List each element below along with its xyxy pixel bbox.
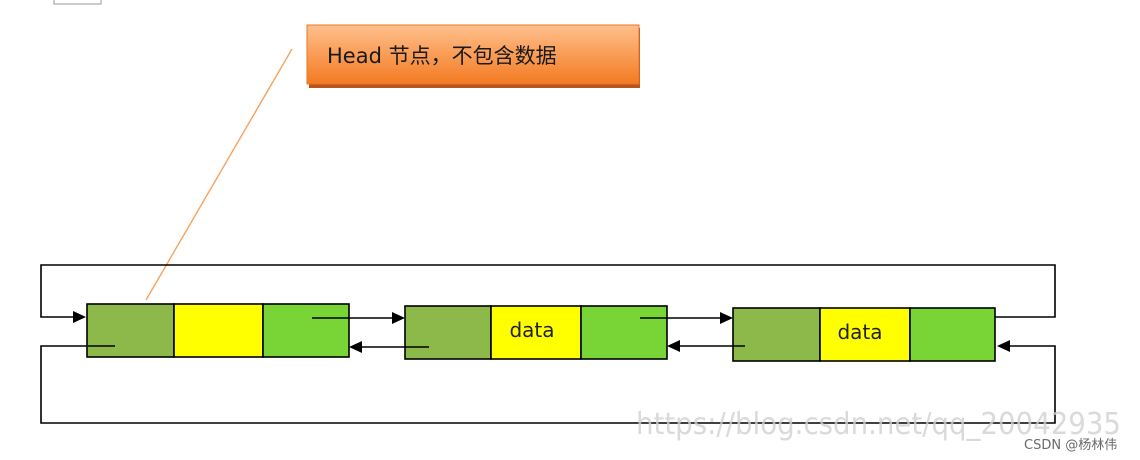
prev-field xyxy=(86,303,175,358)
inner-connectors xyxy=(88,317,745,348)
data-field xyxy=(173,303,264,358)
node-data-label: data xyxy=(509,318,554,342)
callout-leader-line xyxy=(145,48,293,301)
callout-label: Head 节点，不包含数据 xyxy=(327,44,557,68)
top-wrap-line xyxy=(40,264,1056,318)
bottom-wrap-line xyxy=(40,345,1056,424)
list-node-2: data xyxy=(404,305,668,360)
corner-mark xyxy=(53,0,102,5)
next-field xyxy=(262,303,350,358)
node-data-label: data xyxy=(837,320,882,344)
watermark-url: https://blog.csdn.net/qq_20042935 xyxy=(636,407,1121,442)
prev-field xyxy=(732,307,821,362)
prev-field xyxy=(404,305,492,360)
list-node-head xyxy=(86,303,350,358)
arrow-right-icon xyxy=(392,312,405,324)
arrow-left-icon xyxy=(997,340,1010,352)
arrow-left-icon xyxy=(667,340,680,352)
next-field xyxy=(580,305,668,360)
watermark-author: CSDN @杨林伟 xyxy=(1024,438,1117,453)
arrowheads xyxy=(73,311,1010,353)
arrow-right-icon xyxy=(73,311,86,323)
head-callout: Head 节点，不包含数据 xyxy=(306,24,640,88)
next-field xyxy=(909,307,996,362)
callout-box xyxy=(306,24,640,85)
wrap-connectors xyxy=(40,264,1056,424)
data-field xyxy=(819,307,911,362)
arrow-left-icon xyxy=(349,341,362,353)
list-node-3: data xyxy=(732,307,996,362)
data-field xyxy=(490,305,582,360)
arrow-right-icon xyxy=(720,312,733,324)
